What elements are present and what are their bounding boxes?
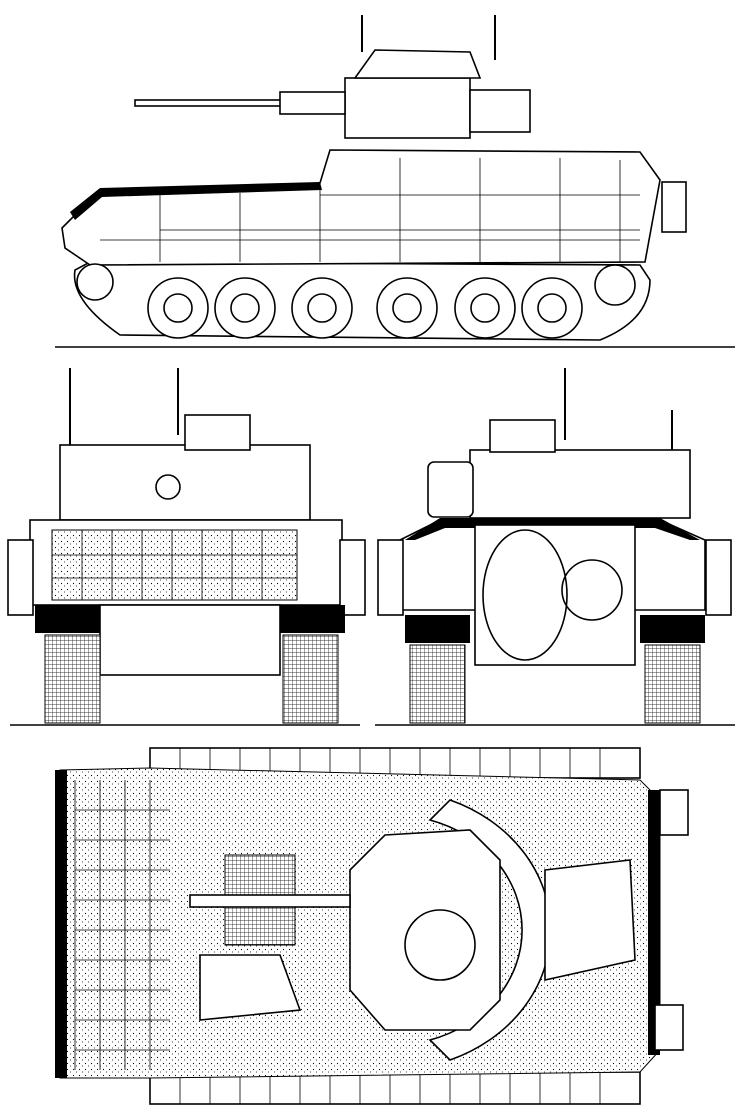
rear-view — [375, 368, 735, 726]
front-turret — [59, 444, 311, 521]
rear-hatch — [561, 559, 623, 621]
side-road-wheels — [76, 263, 636, 339]
top-cargo-hatch — [544, 859, 636, 981]
side-turret-bustle — [469, 89, 531, 133]
top-rear-box-upper — [659, 789, 689, 836]
rear-track-left — [409, 644, 466, 724]
front-track-left — [44, 634, 101, 724]
rear-skirt-left — [405, 615, 470, 643]
top-gun-barrel — [189, 894, 351, 908]
front-track-right — [282, 634, 339, 724]
side-hull — [61, 149, 661, 266]
rear-turret — [469, 449, 691, 519]
side-armor-band — [70, 182, 322, 220]
front-view — [7, 368, 366, 726]
rear-skirt-right — [640, 615, 705, 643]
front-skirt-right — [280, 605, 345, 633]
side-turret — [344, 77, 471, 139]
side-rear-box — [661, 181, 687, 233]
front-skirt-left — [35, 605, 100, 633]
rear-door — [482, 529, 568, 661]
top-turret — [349, 829, 501, 1031]
top-rear-plate — [648, 790, 660, 1055]
top-rear-box-lower — [654, 1004, 684, 1051]
side-armor-panels — [100, 158, 640, 262]
side-view — [55, 15, 735, 348]
side-gun-mantlet — [279, 91, 346, 115]
rear-track-right — [644, 644, 701, 724]
top-view — [55, 747, 689, 1105]
top-driver-hatch — [199, 954, 302, 1021]
top-turret-ring — [428, 799, 552, 1061]
side-turret-top — [353, 49, 482, 79]
front-armor-grid — [51, 529, 298, 601]
top-front-plate — [55, 770, 67, 1078]
side-gun-barrel — [134, 99, 286, 107]
